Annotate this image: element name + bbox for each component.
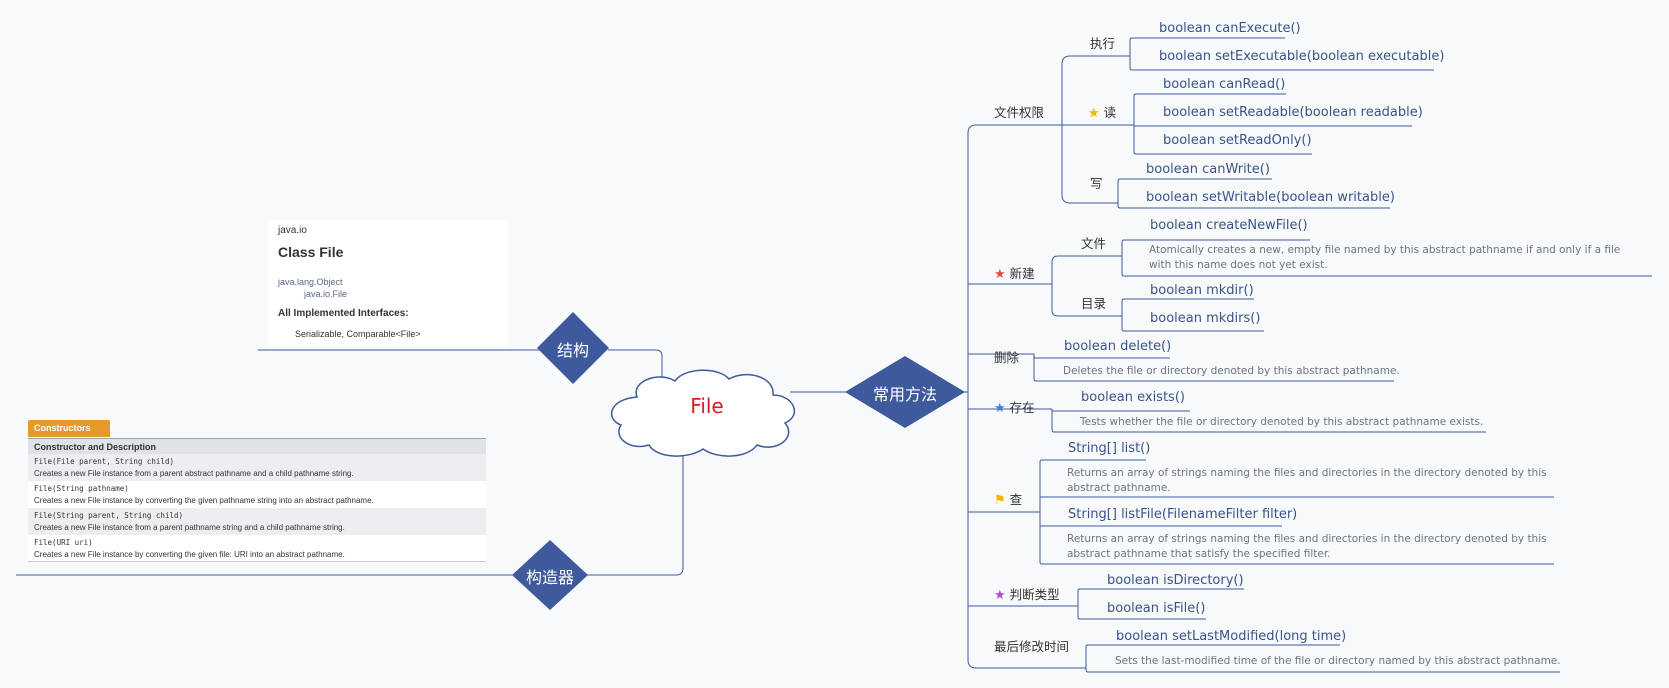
method-set-last-modified[interactable]: boolean setLastModified(long time) [1116,629,1347,644]
method-set-executable[interactable]: boolean setExecutable(boolean executable… [1159,49,1445,64]
star-icon: ★ [1088,106,1100,121]
table-row: File(String parent, String child) Create… [28,508,486,535]
method-exists[interactable]: boolean exists() [1081,390,1185,405]
read-text: 读 [1103,105,1117,120]
methods-node[interactable] [845,356,965,428]
table-row: File(URI uri) Creates a new File instanc… [28,535,486,562]
constructor-description: Creates a new File instance by convertin… [34,550,345,559]
set-last-modified-description: Sets the last-modified time of the file … [1115,655,1561,667]
constructors-table: Constructors Constructor and Description… [28,420,486,566]
method-is-directory[interactable]: boolean isDirectory() [1107,573,1244,588]
table-row: File(File parent, String child) Creates … [28,454,486,481]
read-label[interactable]: ★读 [1088,105,1116,122]
method-delete[interactable]: boolean delete() [1064,339,1172,354]
permissions-label[interactable]: 文件权限 [994,105,1045,120]
execute-label[interactable]: 执行 [1090,36,1116,51]
constructor-description: Creates a new File instance from a paren… [34,469,354,478]
modified-label[interactable]: 最后修改时间 [994,639,1070,654]
create-file-label[interactable]: 文件 [1081,236,1107,251]
method-is-file[interactable]: boolean isFile() [1107,601,1206,616]
constructor-description: Creates a new File instance from a paren… [34,523,345,532]
constructor-signature: File(String pathname) [34,484,129,493]
structure-node[interactable] [537,312,609,384]
type-text: 判断类型 [1009,587,1060,602]
card-interfaces: Serializable, Comparable<File> [295,329,421,339]
exists-description: Tests whether the file or directory deno… [1080,416,1484,428]
constructors-tab: Constructors [28,420,110,437]
method-list-file[interactable]: String[] listFile(FilenameFilter filter) [1068,507,1298,522]
method-can-read[interactable]: boolean canRead() [1163,77,1286,92]
structure-label: 结构 [556,341,589,360]
delete-description: Deletes the file or directory denoted by… [1063,365,1400,377]
query-label[interactable]: ⚑查 [994,492,1022,509]
type-label[interactable]: ★判断类型 [994,587,1060,604]
exists-label[interactable]: ★存在 [994,400,1035,417]
method-set-writable[interactable]: boolean setWritable(boolean writable) [1146,190,1395,205]
star-icon: ★ [994,267,1006,282]
method-can-execute[interactable]: boolean canExecute() [1159,21,1301,36]
table-row: File(String pathname) Creates a new File… [28,481,486,508]
flag-icon: ⚑ [994,493,1006,508]
method-create-new-file[interactable]: boolean createNewFile() [1150,218,1308,233]
list-description: Returns an array of strings naming the f… [1067,467,1547,494]
create-dir-label[interactable]: 目录 [1081,296,1107,311]
method-mkdirs[interactable]: boolean mkdirs() [1150,311,1261,326]
method-set-read-only[interactable]: boolean setReadOnly() [1163,133,1312,148]
constructor-signature: File(File parent, String child) [34,457,174,466]
card-interfaces-title: All Implemented Interfaces: [278,308,409,319]
class-file-card: java.io Class File java.lang.Object java… [268,220,508,348]
constructor-signature: File(String parent, String child) [34,511,184,520]
list-file-description: Returns an array of strings naming the f… [1067,533,1547,560]
exists-text: 存在 [1009,400,1035,415]
center-label: File [690,394,724,418]
constructor-label: 构造器 [525,568,574,587]
method-mkdir[interactable]: boolean mkdir() [1150,283,1254,298]
card-title: Class File [278,244,344,260]
write-label[interactable]: 写 [1090,176,1103,191]
method-set-readable[interactable]: boolean setReadable(boolean readable) [1163,105,1423,120]
star-icon: ★ [994,401,1006,416]
card-hierarchy-object: java.lang.Object [278,277,343,287]
constructor-node[interactable] [512,540,588,610]
create-label[interactable]: ★新建 [994,266,1035,283]
constructor-signature: File(URI uri) [34,538,93,547]
create-text: 新建 [1009,266,1035,281]
method-can-write[interactable]: boolean canWrite() [1146,162,1270,177]
delete-label[interactable]: 删除 [994,350,1020,365]
constructors-header: Constructor and Description [28,438,486,454]
methods-label: 常用方法 [872,385,937,404]
center-cloud [611,369,796,457]
star-icon: ★ [994,588,1006,603]
create-new-file-description: Atomically creates a new, empty file nam… [1149,244,1621,271]
constructor-description: Creates a new File instance by convertin… [34,496,374,505]
card-package: java.io [278,225,307,236]
card-hierarchy-file: java.io.File [304,289,348,299]
method-list[interactable]: String[] list() [1068,441,1151,456]
query-text: 查 [1009,492,1023,507]
